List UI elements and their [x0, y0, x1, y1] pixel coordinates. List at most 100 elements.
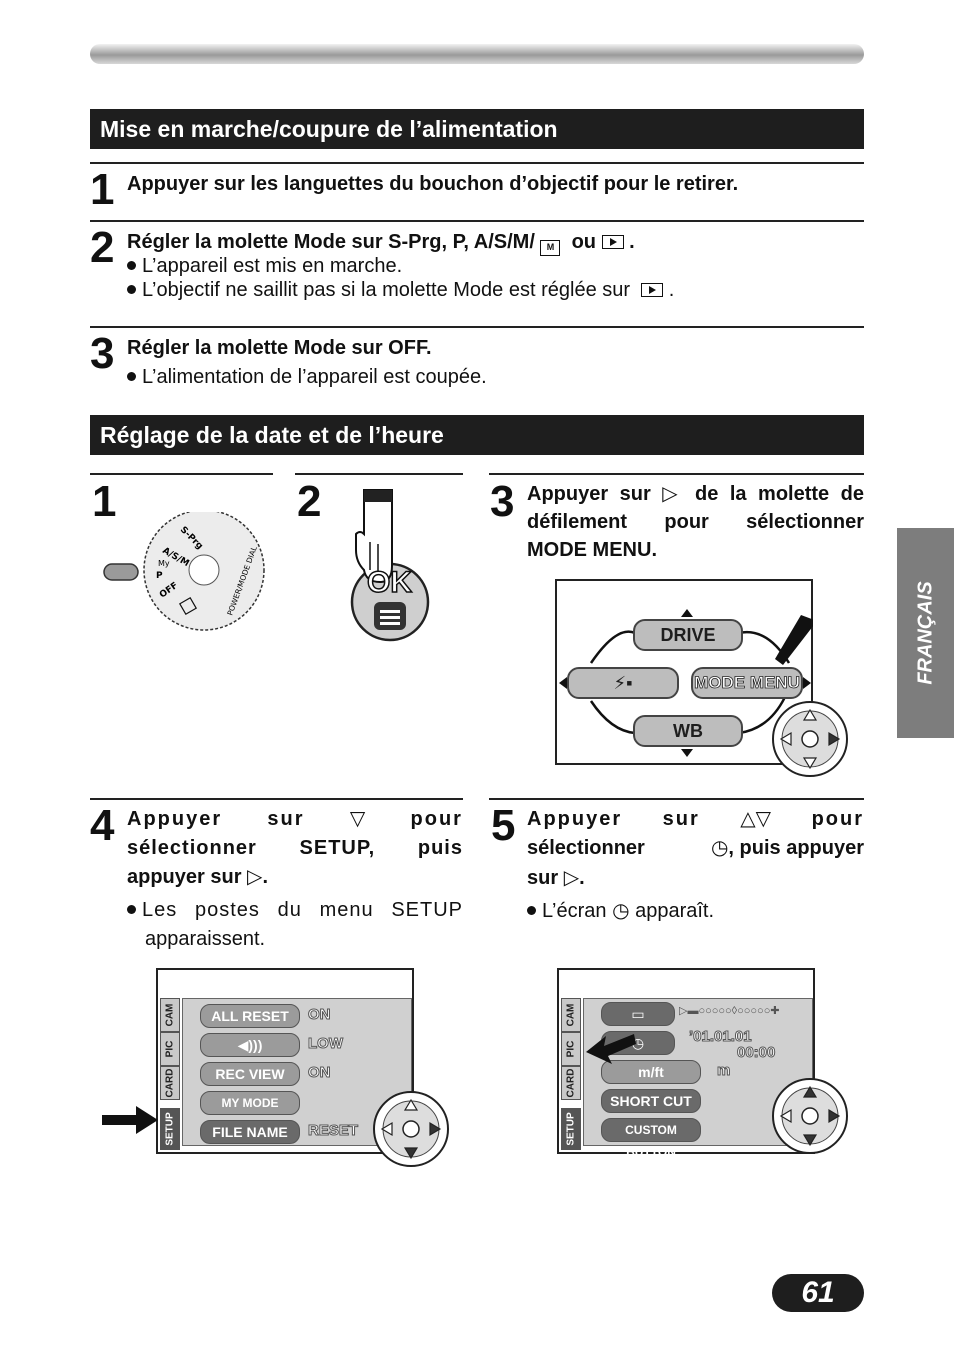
arrow-pad-icon	[772, 1078, 848, 1154]
menu-tabs: CAM PIC CARD SETUP	[561, 998, 581, 1150]
step-text: sélectionner	[527, 837, 645, 859]
speaker-icon: ◀)))	[237, 1037, 263, 1053]
section-title-power: Mise en marche/coupure de l’alimentation	[90, 109, 864, 149]
step-title-line: sélectionner ◷, puis appuyer	[527, 835, 864, 861]
bullet-text: apparaissent.	[145, 928, 266, 950]
arrow-pad-icon	[373, 1091, 449, 1167]
step-text: appuyer sur	[127, 866, 242, 888]
divider	[90, 473, 273, 475]
mode-menu-option[interactable]: MODE MENU	[691, 667, 803, 699]
ok-label: OK	[366, 565, 413, 600]
menu-item-rec-view[interactable]: REC VIEW	[200, 1062, 300, 1086]
step-title-line: Appuyer sur ▷ de la molette de	[527, 481, 864, 507]
dial-label: P	[156, 571, 163, 581]
up-down-triangle-icon: △▽	[740, 808, 772, 830]
step-number: 3	[490, 477, 515, 526]
menu-tabs: CAM PIC CARD SETUP	[160, 998, 180, 1150]
tab-cam[interactable]: CAM	[160, 998, 180, 1032]
tab-cam[interactable]: CAM	[561, 998, 581, 1032]
menu-value: ON	[308, 1064, 331, 1082]
mode-dial-illustration: S-Prg A/S/M My P OFF POWER/MODE DIAL	[103, 512, 265, 631]
divider	[90, 326, 864, 328]
step-number: 3	[90, 329, 115, 378]
step-title-line: Appuyer sur ▽ pour	[127, 806, 463, 832]
menu-value: RESET	[307, 1122, 359, 1140]
step-title-line: Appuyer sur △▽ pour	[527, 806, 864, 832]
pointer-arrow-icon	[586, 1034, 636, 1064]
screen-graphics	[559, 609, 813, 757]
step-text: pour	[811, 808, 864, 830]
divider	[295, 473, 463, 475]
tab-setup[interactable]: SETUP	[561, 1108, 581, 1150]
bullet: L’appareil est mis en marche.	[127, 254, 402, 278]
divider	[90, 798, 463, 800]
divider	[90, 162, 864, 164]
language-side-tab: FRANÇAIS	[897, 528, 954, 738]
bullet: L’alimentation de l’appareil est coupée.	[127, 365, 487, 389]
dial-label: My	[158, 559, 170, 568]
ok-button-illustration	[350, 489, 430, 642]
step-number: 1	[90, 165, 115, 214]
step-title: Régler la molette Mode sur OFF.	[127, 337, 432, 359]
step-title-line: sur ▷.	[527, 867, 585, 889]
menu-item-m-ft[interactable]: m/ft	[601, 1060, 701, 1084]
divider	[489, 798, 864, 800]
bullet-text: Les postes du menu SETUP	[142, 899, 463, 921]
bullet-text: L’appareil est mis en marche.	[142, 255, 403, 277]
mode-menu-screen: DRIVE ⚡▪ MODE MENU WB	[555, 579, 813, 765]
step-title: Régler la molette Mode sur S-Prg, P, A/S…	[127, 229, 635, 256]
tab-pic[interactable]: PIC	[561, 1032, 581, 1066]
tab-card[interactable]: CARD	[160, 1066, 180, 1100]
bullet-text: L’objectif ne saillit pas si la molette …	[142, 279, 631, 301]
menu-item-monitor-brightness[interactable]: ▭	[601, 1002, 675, 1026]
step-number: 2	[90, 223, 115, 272]
step-text: sur	[267, 808, 305, 830]
arrow-pad-icon	[772, 701, 848, 777]
bullet-text: L’alimentation de l’appareil est coupée.	[142, 366, 487, 388]
tab-pic[interactable]: PIC	[160, 1032, 180, 1066]
pointer-arrow-icon	[102, 1106, 158, 1134]
drive-option[interactable]: DRIVE	[633, 619, 743, 651]
flash-option[interactable]: ⚡▪	[567, 667, 679, 699]
step-title-or: ou	[571, 231, 596, 253]
date-time-screen: CAM PIC CARD SETUP ▭ ◷ m/ft SHORT CUT CU…	[557, 968, 815, 1159]
clock-icon: ◷	[710, 837, 729, 859]
menu-item-file-name[interactable]: FILE NAME	[200, 1120, 300, 1144]
step-number: 4	[90, 801, 115, 850]
wb-option[interactable]: WB	[633, 715, 743, 747]
step-text: Appuyer	[527, 808, 623, 830]
menu-item-all-reset[interactable]: ALL RESET	[200, 1004, 300, 1028]
my-mode-icon: M	[540, 240, 561, 256]
menu-item-short-cut[interactable]: SHORT CUT	[601, 1089, 701, 1113]
step-text: de la molette de	[695, 483, 864, 505]
step-title-line: défilement pour sélectionner	[527, 511, 864, 533]
menu-item-sound[interactable]: ◀)))	[200, 1033, 300, 1057]
step-number: 1	[92, 477, 117, 526]
step-text: Appuyer sur	[527, 483, 651, 505]
step-number: 2	[297, 477, 322, 526]
menu-item-my-mode-setup[interactable]: MY MODE SETUP	[200, 1091, 300, 1132]
bullet-text: apparaît.	[635, 900, 715, 922]
step-number: 5	[491, 801, 516, 850]
tab-setup[interactable]: SETUP	[160, 1108, 180, 1150]
monitor-icon: ▭	[631, 1006, 645, 1022]
step-title-line: sélectionner SETUP, puis	[127, 837, 463, 859]
step-title: Appuyer sur les languettes du bouchon d’…	[127, 173, 739, 195]
step-title-line: MODE MENU.	[527, 539, 657, 561]
setup-menu-screen: CAM PIC CARD SETUP ALL RESET ◀))) REC VI…	[156, 968, 414, 1154]
tab-card[interactable]: CARD	[561, 1066, 581, 1100]
bullet: L’écran ◷ apparaît.	[527, 899, 714, 923]
right-triangle-icon: ▷	[662, 483, 684, 505]
playback-icon	[601, 235, 624, 249]
date-value: ’01.01.01	[689, 1028, 753, 1046]
menu-item-custom-button[interactable]: CUSTOM BUTTON	[601, 1118, 701, 1159]
step-title-line: appuyer sur ▷.	[127, 866, 268, 888]
step-text: Appuyer	[127, 808, 223, 830]
clock-icon: ◷	[612, 900, 630, 922]
step-text: , puis appuyer	[728, 837, 864, 859]
step-title-text: Régler la molette Mode sur S-Prg, P, A/S…	[127, 231, 535, 253]
brightness-scale: ▷▬○○○○○◊○○○○○✚	[679, 1005, 780, 1017]
bullet: L’objectif ne saillit pas si la molette …	[127, 278, 674, 302]
step-text: sur	[662, 808, 700, 830]
divider	[90, 220, 864, 222]
